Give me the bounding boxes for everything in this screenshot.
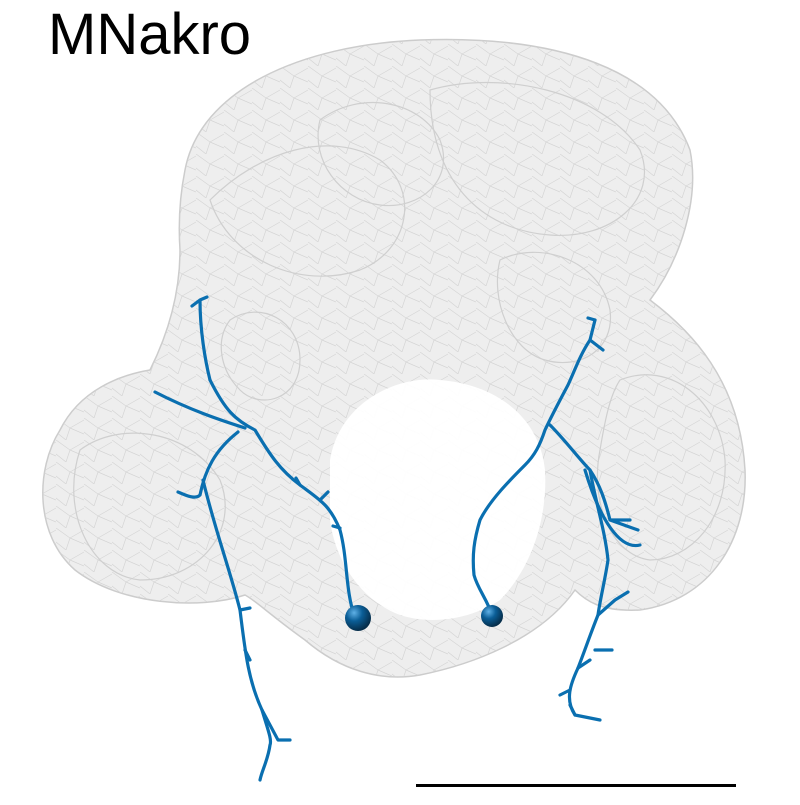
- left-neuron: [153, 295, 357, 782]
- right-neuron-lower-twigs: [558, 590, 630, 717]
- right-soma: [481, 605, 503, 627]
- right-neuron: [471, 316, 642, 722]
- left-soma: [345, 605, 371, 631]
- left-neuron-twig-1: [260, 708, 292, 742]
- scale-bar: [416, 784, 736, 787]
- right-neuron-tip-branch: [586, 316, 605, 352]
- left-neuron-twig-2: [294, 476, 342, 530]
- mesh-central-opening: [330, 379, 546, 620]
- left-neuron-side-branch-1: [153, 390, 247, 430]
- left-neuron-side-branch-2: [176, 430, 240, 499]
- left-neuron-twig-3: [238, 606, 252, 662]
- right-neuron-main-trunk: [471, 318, 597, 620]
- mesh-texture: [42, 39, 746, 677]
- left-neuron-upper-branch: [190, 295, 212, 382]
- left-neuron-descending-branch: [201, 478, 273, 782]
- figure-title: MNakro: [48, 2, 252, 67]
- neuropil-mesh: [42, 38, 746, 678]
- right-neuron-branch-2: [583, 468, 642, 548]
- mesh-lobe-contours: [73, 81, 726, 581]
